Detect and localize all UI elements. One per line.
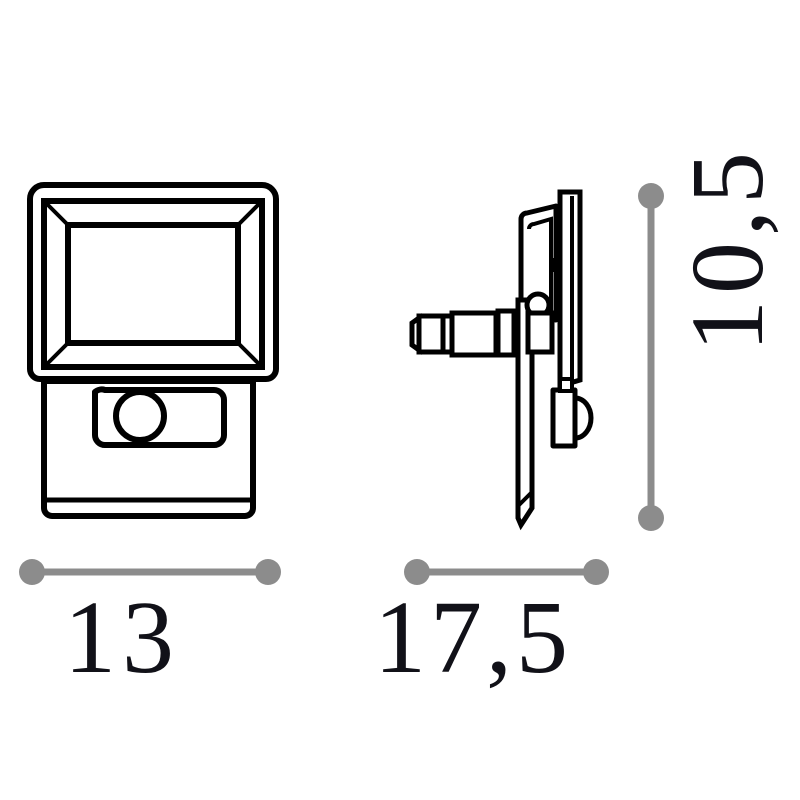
side-slab-notch	[553, 258, 561, 272]
dimension-side-height-dot-bottom	[638, 505, 664, 531]
front-housing-outer	[27, 182, 279, 382]
front-bezel-bevel-tr	[234, 201, 262, 229]
side-lens-plate-offset	[527, 216, 553, 313]
front-lens-glass	[65, 222, 241, 346]
front-lens-bezel-outer	[41, 198, 265, 370]
side-gland-collar	[495, 308, 517, 358]
dimension-label-side-height: 10,5	[670, 146, 785, 352]
front-bezel-bevel-br	[234, 339, 262, 367]
dimension-side-width-dot-left	[404, 559, 430, 585]
dimension-label-side-width: 17,5	[374, 580, 572, 695]
side-bracket-tail-bevel	[517, 491, 533, 507]
dimension-side-width-dot-right	[583, 559, 609, 585]
front-view	[27, 182, 279, 519]
side-gland-barrel	[449, 310, 499, 358]
dimension-front-width-dot-right	[255, 559, 281, 585]
dimension-front-width-dot-left	[19, 559, 45, 585]
front-pir-dome	[113, 389, 167, 443]
dimension-lines	[19, 183, 664, 585]
front-bezel-bevel-tl	[44, 201, 72, 229]
side-gland-nut	[416, 313, 446, 355]
dimension-side-height	[638, 183, 664, 531]
dimension-side-height-dot-top	[638, 183, 664, 209]
side-sensor-head-stem	[558, 377, 574, 393]
side-gland-end-cap	[409, 313, 422, 355]
front-bezel-bevel-bl	[44, 339, 72, 367]
side-bracket-hub	[525, 310, 555, 355]
side-view	[409, 189, 594, 531]
side-sensor-dome	[574, 395, 594, 441]
dimension-side-width	[404, 559, 609, 585]
dimension-front-width	[19, 559, 281, 585]
dimension-label-front-width: 13	[64, 580, 180, 695]
side-sensor-head-body	[550, 387, 578, 449]
